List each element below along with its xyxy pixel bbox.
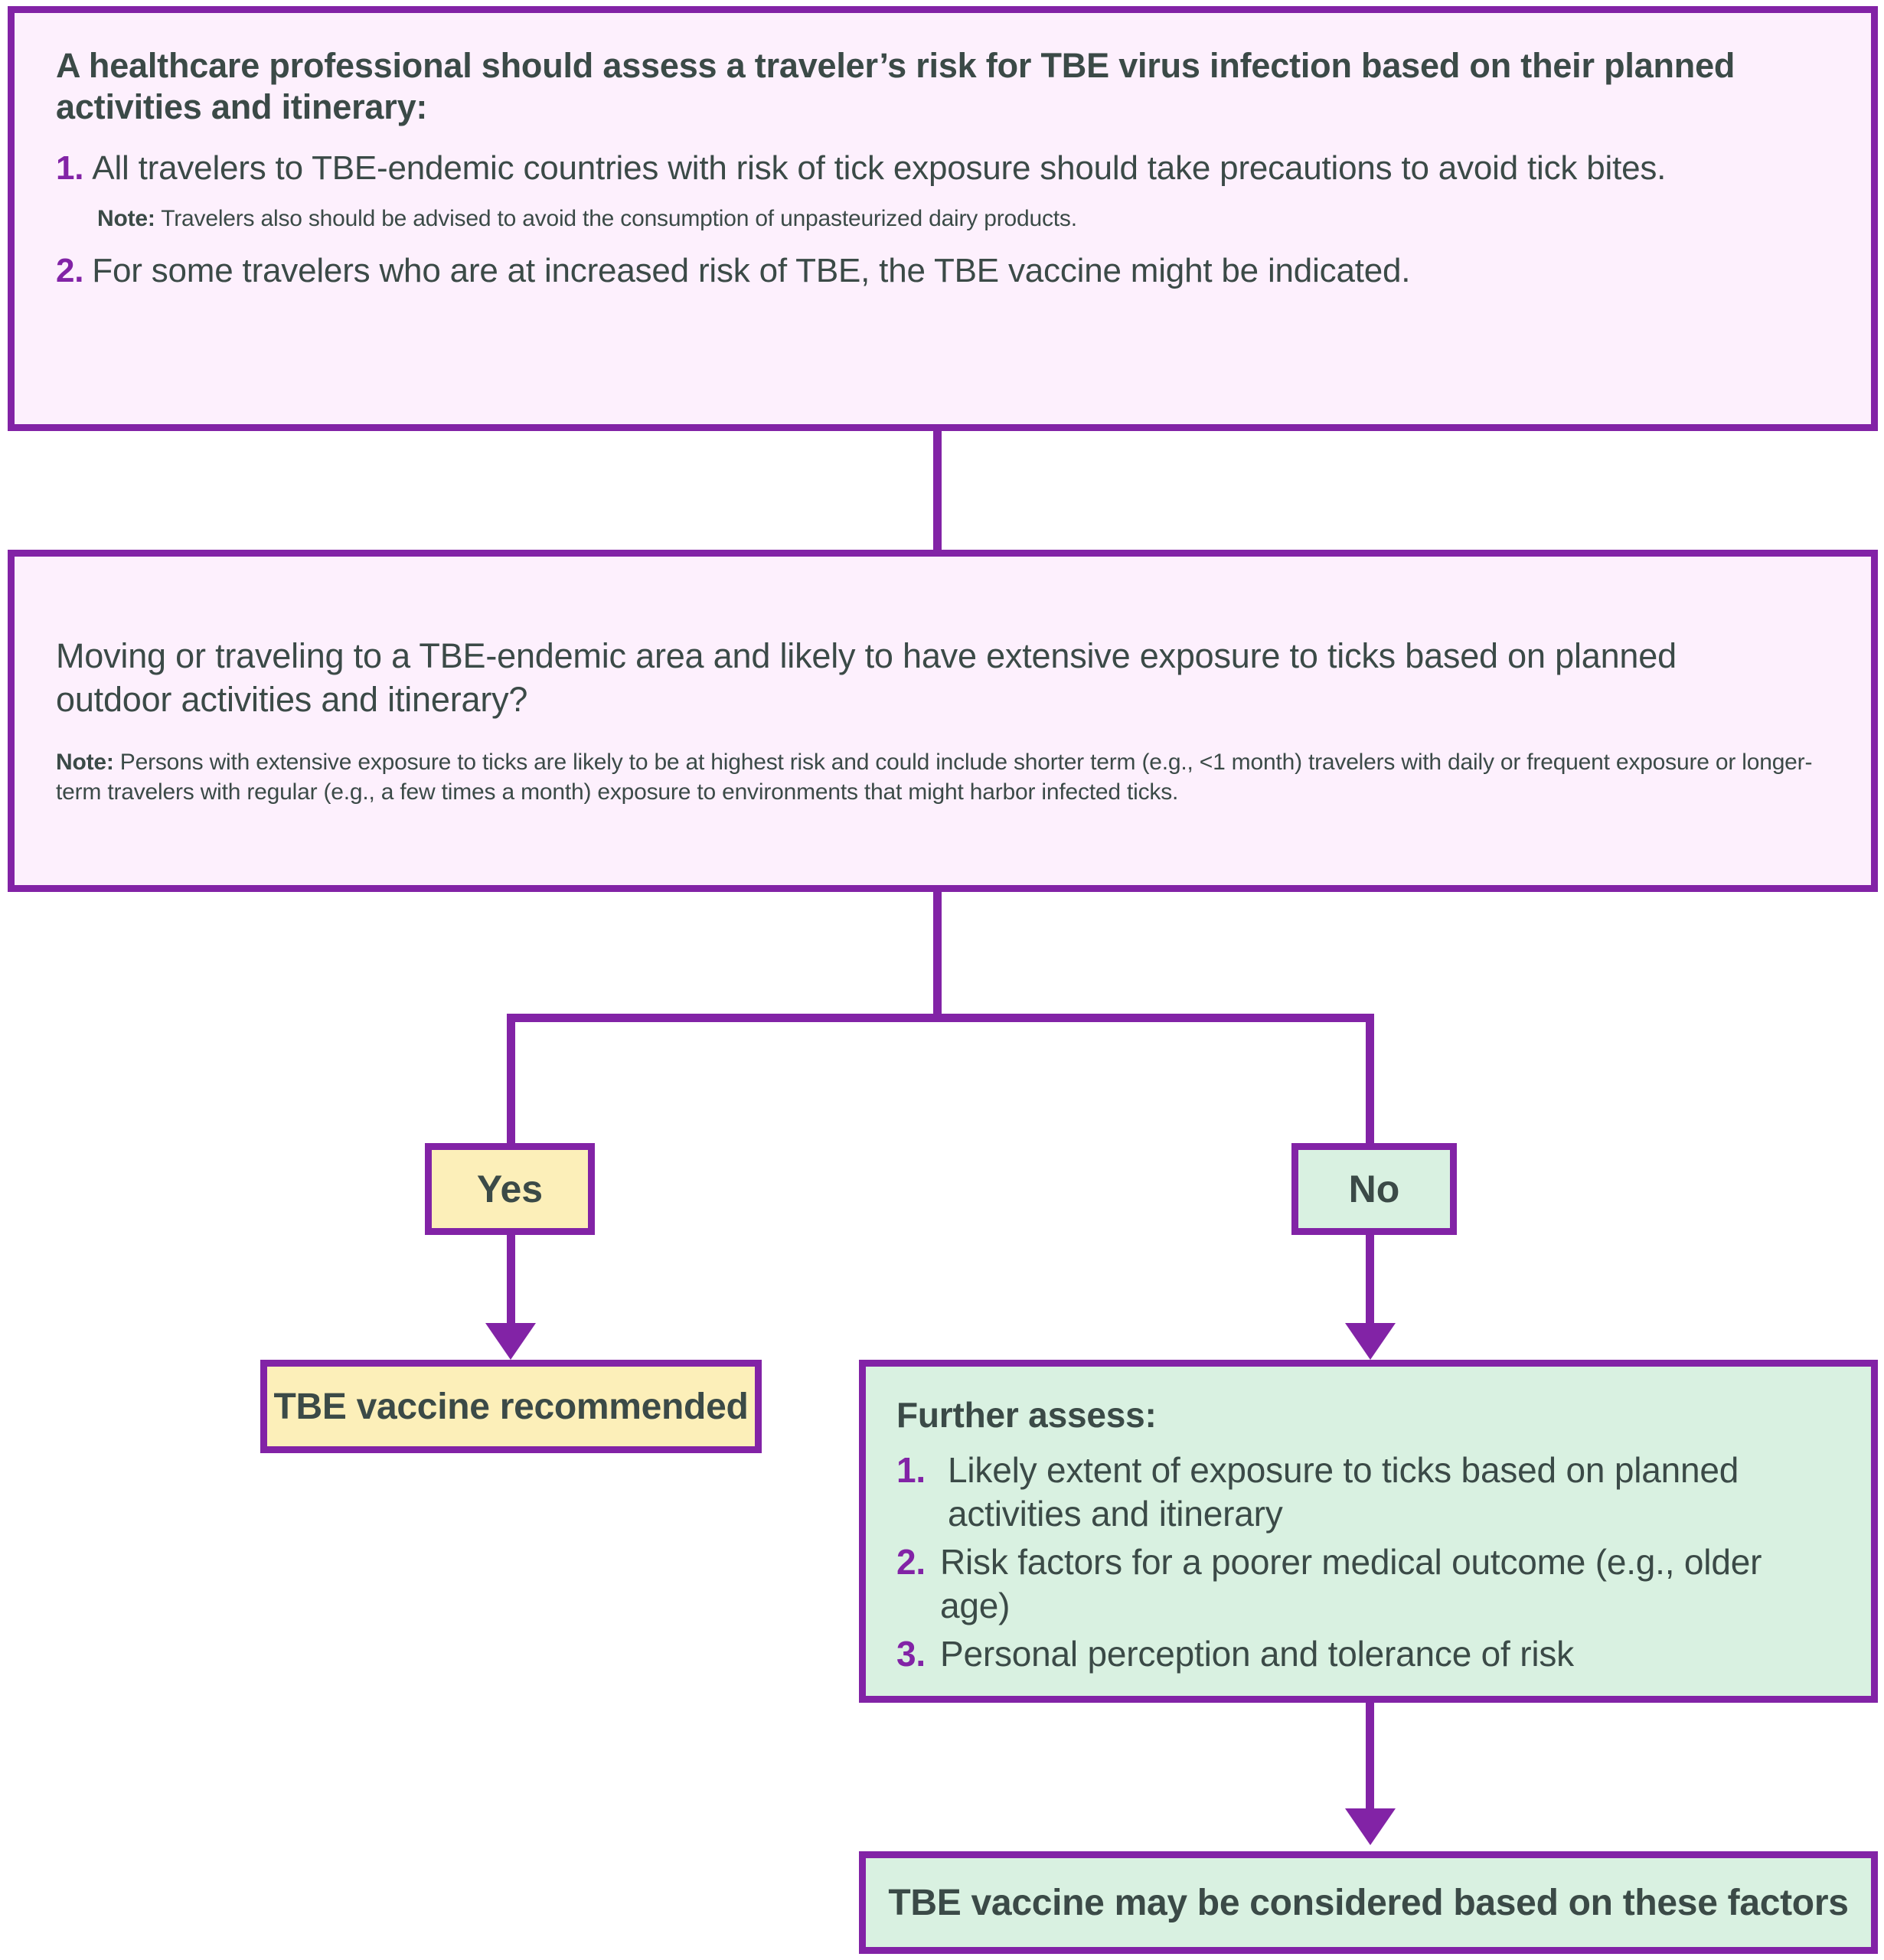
intro-box: A healthcare professional should assess … bbox=[8, 6, 1878, 431]
further-assess-item-1: 1. Likely extent of exposure to ticks ba… bbox=[896, 1449, 1840, 1536]
no-label-text: No bbox=[1348, 1168, 1400, 1210]
question-box: Moving or traveling to a TBE-endemic are… bbox=[8, 550, 1878, 892]
note-text: Persons with extensive exposure to ticks… bbox=[56, 749, 1813, 805]
connector-further-to-considered bbox=[1366, 1703, 1374, 1810]
intro-list-item-1: 1. All travelers to TBE-endemic countrie… bbox=[56, 148, 1830, 190]
list-number: 1. bbox=[56, 149, 84, 187]
intro-note: Note: Travelers also should be advised t… bbox=[97, 204, 1830, 234]
intro-list-item-2: 2. For some travelers who are at increas… bbox=[56, 250, 1830, 292]
question-note: Note: Persons with extensive exposure to… bbox=[56, 747, 1830, 807]
connector-branch-left bbox=[507, 1014, 515, 1144]
arrowhead-no bbox=[1345, 1323, 1396, 1360]
outcome-vaccine-considered: TBE vaccine may be considered based on t… bbox=[859, 1851, 1878, 1954]
connector-branch-bar bbox=[507, 1014, 1374, 1022]
list-number: 2. bbox=[896, 1542, 926, 1583]
note-text: Travelers also should be advised to avoi… bbox=[155, 205, 1077, 231]
further-assess-item-3: 3. Personal perception and tolerance of … bbox=[896, 1632, 1840, 1676]
outcome-vaccine-recommended: TBE vaccine recommended bbox=[260, 1360, 762, 1453]
outcome-considered-text: TBE vaccine may be considered based on t… bbox=[888, 1882, 1849, 1923]
note-label: Note: bbox=[97, 205, 155, 231]
connector-branch-right bbox=[1366, 1014, 1374, 1144]
further-assess-box: Further assess: 1. Likely extent of expo… bbox=[859, 1360, 1878, 1703]
intro-heading: A healthcare professional should assess … bbox=[56, 46, 1735, 126]
list-number: 3. bbox=[896, 1634, 926, 1674]
further-assess-heading: Further assess: bbox=[896, 1395, 1157, 1435]
list-text: For some travelers who are at increased … bbox=[92, 251, 1411, 289]
outcome-recommended-text: TBE vaccine recommended bbox=[273, 1386, 749, 1427]
list-text: Risk factors for a poorer medical outcom… bbox=[940, 1542, 1762, 1626]
list-text: All travelers to TBE-endemic countries w… bbox=[92, 149, 1667, 187]
arrowhead-considered bbox=[1345, 1808, 1396, 1845]
connector-no-to-further bbox=[1366, 1235, 1374, 1325]
connector-question-stem bbox=[933, 892, 942, 1022]
yes-label-text: Yes bbox=[476, 1168, 544, 1210]
list-number: 1. bbox=[896, 1450, 926, 1491]
arrowhead-yes bbox=[485, 1323, 536, 1360]
branch-label-yes: Yes bbox=[425, 1143, 595, 1235]
list-text: Personal perception and tolerance of ris… bbox=[940, 1634, 1574, 1674]
connector-intro-to-question bbox=[933, 431, 942, 552]
further-assess-item-2: 2. Risk factors for a poorer medical out… bbox=[896, 1540, 1840, 1628]
list-number: 2. bbox=[56, 251, 84, 289]
note-label: Note: bbox=[56, 749, 114, 775]
list-text: Likely extent of exposure to ticks based… bbox=[948, 1450, 1739, 1534]
connector-yes-to-recommended bbox=[507, 1235, 515, 1325]
branch-label-no: No bbox=[1291, 1143, 1457, 1235]
question-text: Moving or traveling to a TBE-endemic are… bbox=[56, 636, 1677, 719]
